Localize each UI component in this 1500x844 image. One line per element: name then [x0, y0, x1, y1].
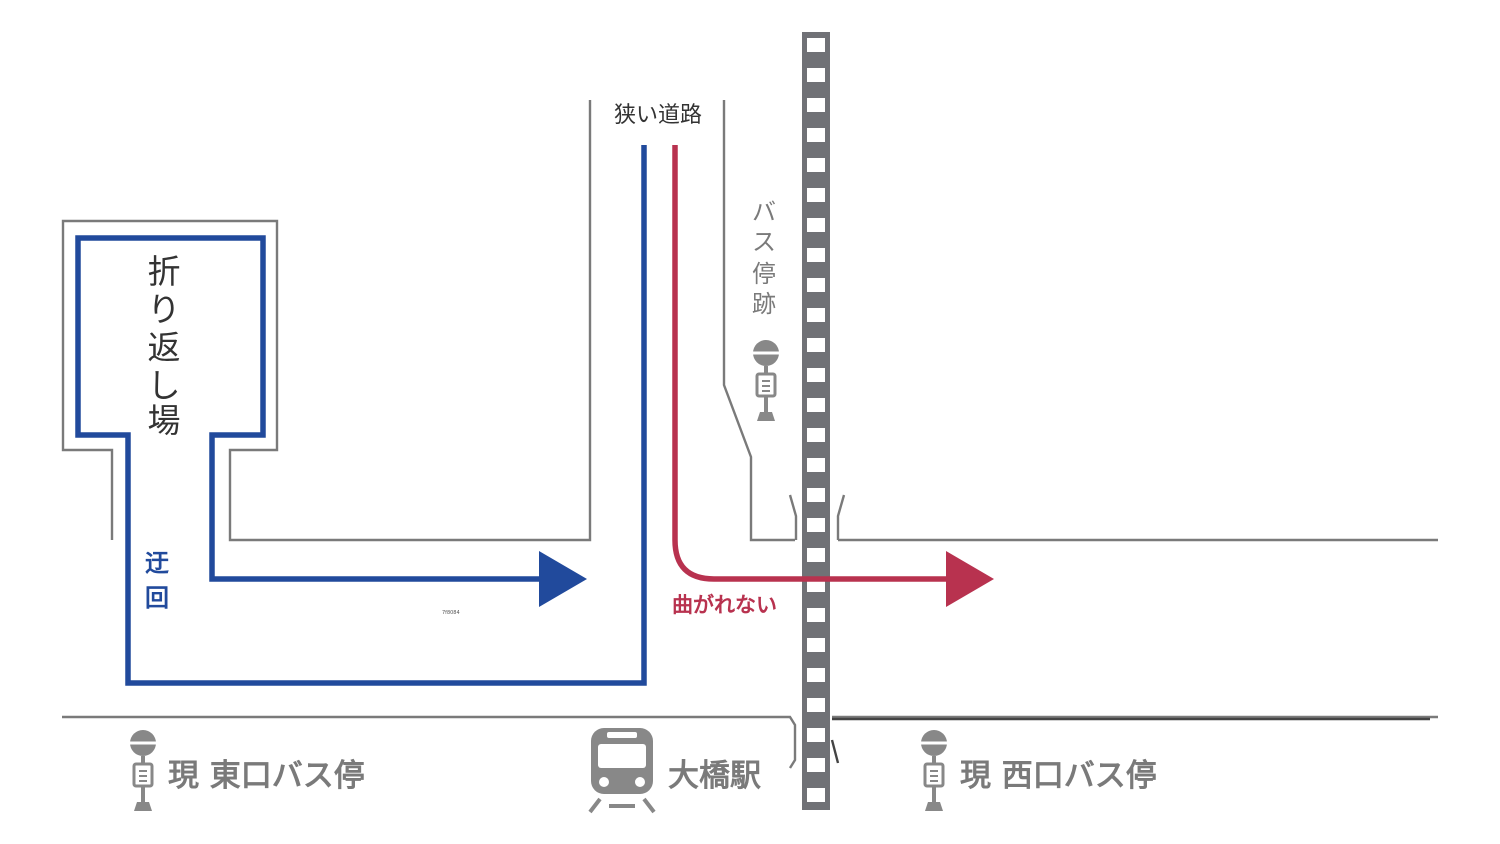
turnaround-lot-outline	[61, 100, 592, 542]
turnaround-char: り	[148, 290, 181, 329]
former-stop-char: 停	[752, 260, 776, 288]
railway-tie-gap	[807, 158, 825, 172]
bus-stop-sign-band	[921, 741, 947, 745]
detour-route	[75, 145, 647, 686]
road-outlines	[61, 100, 1438, 769]
detour-char: 迂	[145, 549, 169, 577]
railway-tie-gap	[807, 638, 825, 652]
detour-label: 迂 回	[145, 549, 169, 612]
bus-stop-sign-band	[753, 351, 779, 355]
tiny-code-label: 7f8084	[442, 610, 460, 616]
narrow-road-label: 狭い道路	[614, 103, 702, 128]
bus-stop-icon	[130, 730, 156, 811]
blocked-route-path	[672, 145, 950, 582]
railway-tie-gap	[807, 458, 825, 472]
railway-tie-gap	[807, 608, 825, 622]
railway-bed	[802, 32, 830, 810]
railway-tie-gap	[807, 488, 825, 502]
detour-char: 回	[145, 584, 169, 612]
railway-tie-gap	[807, 698, 825, 712]
bus-stop-post	[764, 396, 768, 412]
bus-stop-base	[134, 802, 152, 811]
railway-tie-gap	[807, 788, 825, 802]
east-stop-label: 現 東口バス停	[168, 758, 365, 794]
railway-tie-gap	[807, 218, 825, 232]
railway-tie-gap	[807, 188, 825, 202]
bus-stop-post	[141, 786, 145, 802]
narrow-road-right-edge	[722, 100, 798, 542]
railway-track	[802, 32, 830, 810]
railway-tie-gap	[807, 98, 825, 112]
railway-tie-gap	[807, 38, 825, 52]
former-stop-char: 跡	[752, 290, 776, 318]
station-label: 大橋駅	[668, 758, 761, 794]
bus-stop-board-lines	[762, 380, 770, 392]
train-icon	[588, 728, 656, 814]
bus-stop-base	[925, 802, 943, 811]
railway-tie-gap	[807, 278, 825, 292]
railway-tie-gap	[807, 428, 825, 442]
bus-stop-post	[932, 786, 936, 802]
former-stop-label: バ ス 停 跡	[752, 198, 776, 318]
turnaround-char: 折	[148, 252, 181, 291]
bus-stop-sign-band	[130, 741, 156, 745]
bus-stop-board-lines	[930, 770, 938, 782]
bus-stop-board-lines	[139, 770, 147, 782]
railway-tie-gap	[807, 548, 825, 562]
bus-stop-base	[757, 412, 775, 421]
railway-tie-gap	[807, 668, 825, 682]
lower-road-west-edge	[62, 715, 797, 769]
former-stop-char: バ	[752, 198, 776, 226]
bus-stop-icon	[753, 340, 779, 421]
railway-tie-gap	[807, 398, 825, 412]
bus-stop-pole	[141, 756, 145, 764]
railway-tie-gap	[807, 128, 825, 142]
railway-tie-gap	[807, 368, 825, 382]
turnaround-char: 返	[148, 328, 181, 367]
railway-tie-gap	[807, 518, 825, 532]
railway-tie-gap	[807, 68, 825, 82]
bus-stop-pole	[932, 756, 936, 764]
former-stop-char: ス	[752, 228, 776, 256]
railway-tie-gap	[807, 758, 825, 772]
turnaround-label: 折 り 返 し 場	[148, 252, 181, 440]
east-road-upper-edge	[836, 494, 1438, 542]
bus-stop-pole	[764, 366, 768, 374]
turnaround-char: し	[148, 366, 181, 405]
bus-stop-icon	[921, 730, 947, 811]
detour-path-outer	[75, 145, 647, 686]
blocked-route-arrowhead	[946, 551, 994, 607]
railway-tie-gap	[807, 338, 825, 352]
railway-tie-gap	[807, 728, 825, 742]
railway-ties	[807, 38, 825, 802]
turnaround-char: 場	[148, 401, 181, 440]
railway-tie-gap	[807, 308, 825, 322]
detour-arrowhead	[539, 551, 587, 607]
cannot-turn-label: 曲がれない	[672, 593, 777, 617]
railway-tie-gap	[807, 248, 825, 262]
lower-road-east-edge-dark	[830, 717, 1430, 764]
west-stop-label: 現 西口バス停	[960, 758, 1157, 794]
